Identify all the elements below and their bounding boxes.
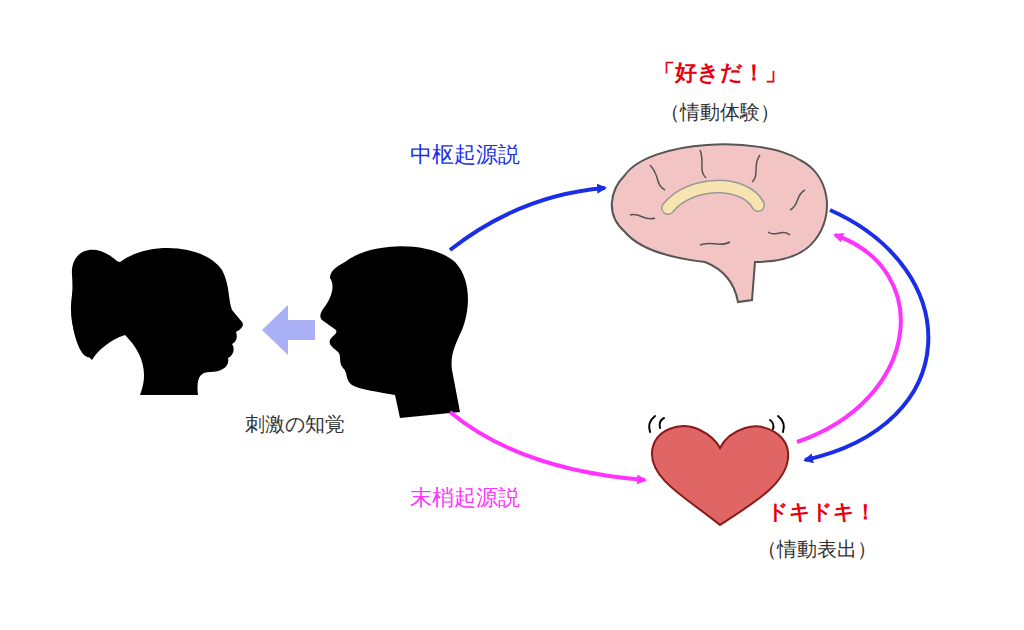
theory-label: 中枢起源説 — [410, 142, 520, 168]
peripheral-theory-arrow — [450, 412, 645, 480]
brain — [612, 144, 827, 302]
perceiver-figure: 刺激の知覚 — [235, 240, 475, 450]
heart-node: ドキドキ！ （情動表出） — [645, 412, 900, 567]
heartbeat-marks — [649, 416, 784, 432]
gaze-arrow — [262, 305, 315, 355]
girl-silhouette — [71, 248, 243, 395]
corpus-callosum-fill — [668, 187, 758, 208]
corpus-callosum — [668, 187, 758, 208]
node-label: 刺激の知覚 — [245, 412, 345, 436]
node-sublabel: （情動体験） — [660, 100, 780, 124]
brain-sulci — [630, 150, 805, 245]
boy-silhouette — [320, 246, 468, 418]
node-sublabel: （情動表出） — [757, 537, 877, 561]
central-theory-arrow — [450, 188, 605, 250]
brain-to-heart-arrow — [805, 210, 928, 460]
node-label: 「好きだ！」 — [653, 60, 787, 86]
node-label: ドキドキ！ — [767, 500, 876, 525]
girl-ponytail — [72, 250, 118, 357]
theory-label: 末梢起源説 — [410, 485, 520, 511]
heart-to-brain-arrow — [797, 235, 901, 442]
brain-node: 「好きだ！」 （情動体験） — [600, 60, 840, 310]
